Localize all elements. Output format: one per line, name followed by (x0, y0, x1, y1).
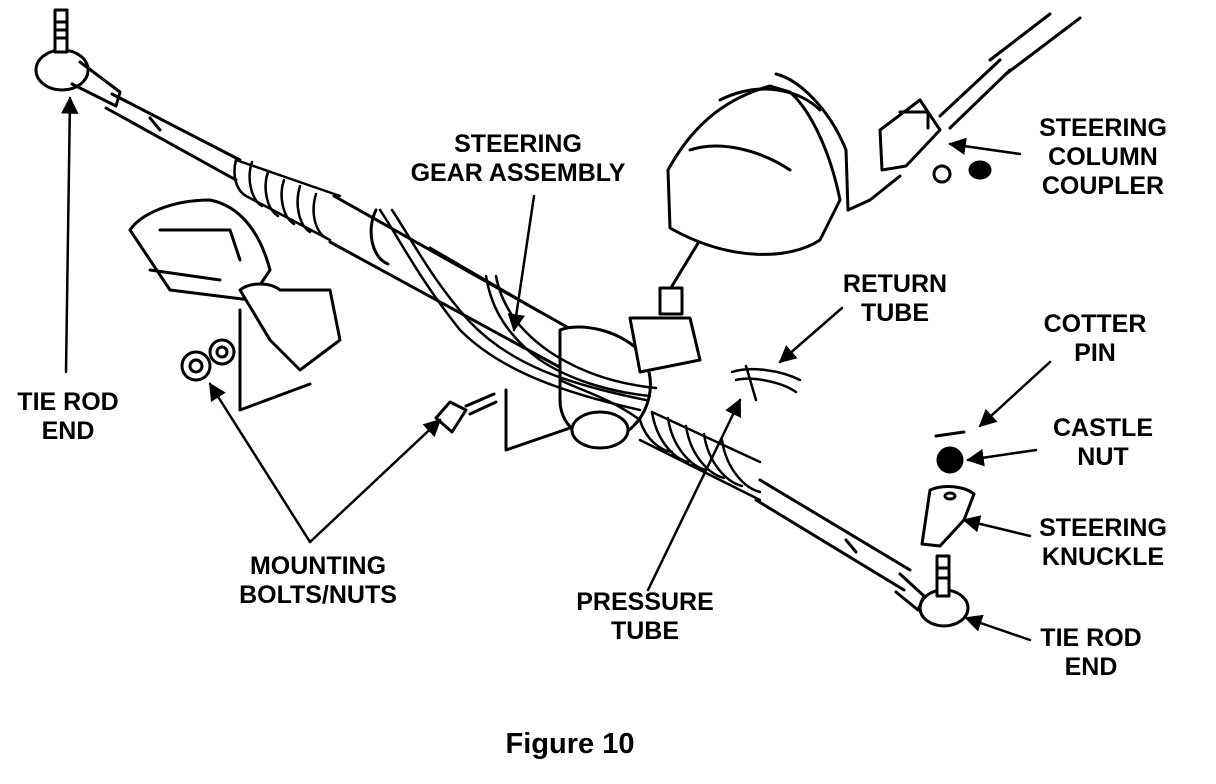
label-tie-rod-end-right: TIE ROD END (1040, 624, 1142, 681)
hydraulic-lines (378, 208, 658, 422)
valve-body (558, 238, 702, 450)
boot-right (638, 410, 762, 502)
label-steering-column-coupler: STEERING COLUMN COUPLER (1039, 114, 1167, 200)
castle-nut-part (936, 446, 964, 474)
label-cotter-pin: COTTER PIN (1043, 310, 1147, 367)
steering-knuckle-part (920, 485, 976, 548)
label-pressure-tube: PRESSURE TUBE (576, 588, 714, 645)
tie-rod-right (754, 478, 912, 592)
cotter-pin-part (934, 430, 966, 438)
label-return-tube: RETURN TUBE (842, 270, 948, 327)
tie-rod-end-left-part (34, 8, 122, 108)
leader-lines (61, 96, 1052, 642)
label-mounting-bolts-nuts: MOUNTING BOLTS/NUTS (239, 552, 397, 609)
tie-rod-end-right-part (894, 554, 970, 628)
label-castle-nut: CASTLE NUT (1053, 414, 1153, 471)
label-steering-gear-assembly: STEERING GEAR ASSEMBLY (410, 130, 626, 187)
tie-rod-left (104, 92, 242, 182)
column-coupler (666, 12, 1082, 256)
mounting-bracket (128, 198, 342, 412)
label-tie-rod-end-left: TIE ROD END (17, 388, 119, 445)
return-tube-part (730, 364, 802, 402)
figure-caption: Figure 10 (505, 728, 635, 760)
boot-left (233, 158, 342, 242)
mounting-bolt (434, 388, 572, 452)
mounting-nuts (180, 338, 236, 382)
label-steering-knuckle: STEERING KNUCKLE (1039, 514, 1167, 571)
